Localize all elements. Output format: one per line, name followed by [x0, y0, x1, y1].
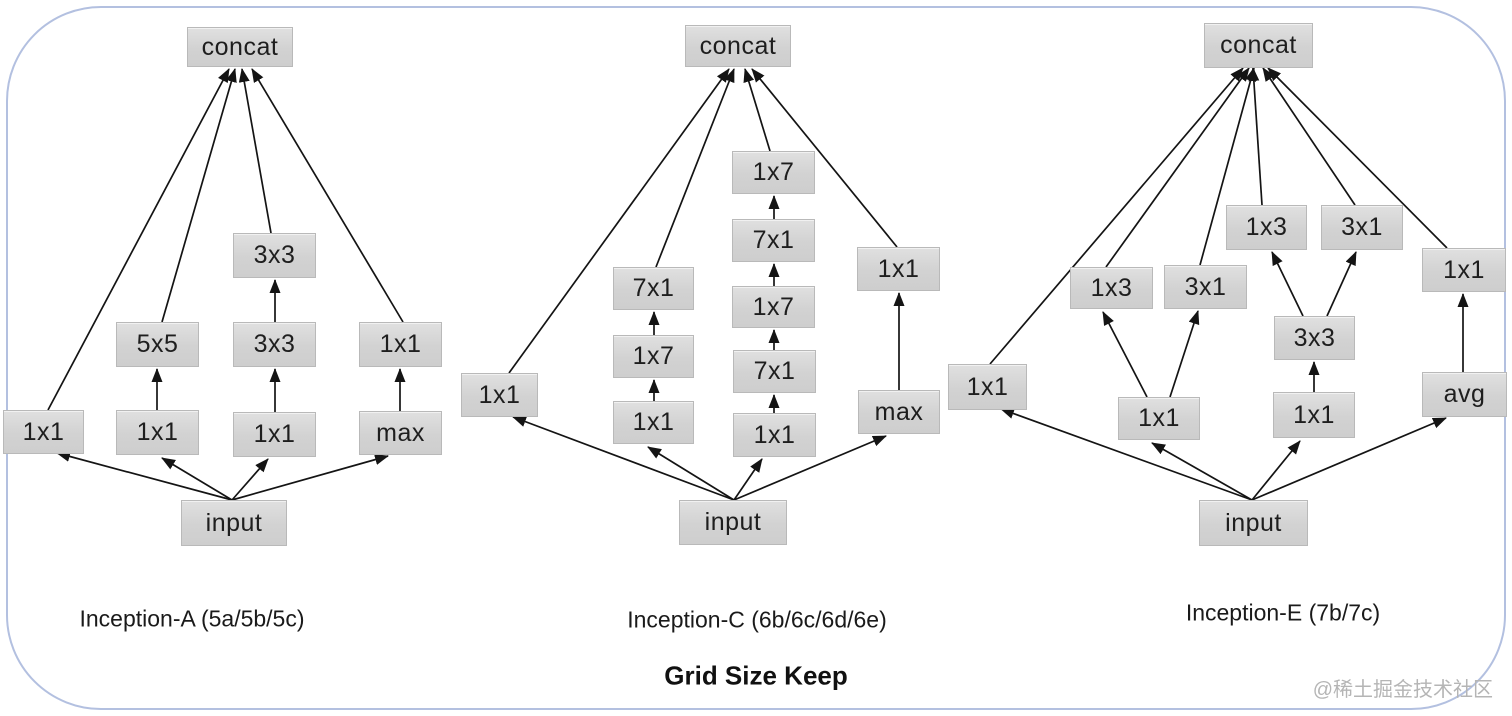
node-1x1: 1x1: [1422, 248, 1506, 292]
edge-arrow: [655, 68, 735, 268]
node-max: max: [359, 411, 442, 455]
edge-arrow: [161, 68, 237, 323]
node-input: input: [1199, 500, 1308, 546]
node-3x3: 3x3: [1274, 316, 1355, 360]
edge-arrow: [47, 68, 230, 411]
edge-arrow: [751, 68, 898, 248]
edge-arrow: [733, 458, 763, 501]
edge-arrow: [56, 451, 233, 501]
node-1x1: 1x1: [3, 410, 84, 454]
node-1x7: 1x7: [613, 335, 694, 378]
edge-arrow: [1251, 417, 1447, 501]
edge-arrow: [512, 416, 735, 501]
node-7x1: 7x1: [613, 267, 694, 310]
edge-arrow: [1102, 311, 1148, 398]
watermark-text: @稀土掘金技术社区: [1312, 679, 1493, 701]
node-1x1: 1x1: [948, 364, 1027, 410]
node-1x7: 1x7: [732, 286, 815, 328]
caption-inception-c: Inception-C (6b/6c/6d/6e): [627, 606, 887, 633]
edge-arrow: [161, 457, 233, 501]
node-concat: concat: [685, 25, 791, 67]
edge-arrow: [1248, 67, 1263, 206]
edge-arrow: [1151, 442, 1253, 501]
edge-arrow: [1271, 251, 1304, 317]
node-1x1: 1x1: [359, 322, 442, 367]
node-1x3: 1x3: [1070, 267, 1153, 309]
node-1x1: 1x1: [116, 410, 199, 455]
node-3x1: 3x1: [1321, 205, 1403, 250]
edge-arrow: [647, 446, 735, 501]
node-5x5: 5x5: [116, 322, 199, 367]
figure-title: Grid Size Keep: [664, 660, 848, 691]
node-3x3: 3x3: [233, 233, 316, 278]
edge-arrow: [508, 68, 730, 374]
node-1x1: 1x1: [613, 401, 694, 444]
caption-inception-a: Inception-A (5a/5b/5c): [79, 605, 305, 632]
node-max: max: [858, 390, 940, 434]
node-1x1: 1x1: [1273, 392, 1355, 438]
edge-arrow: [1251, 440, 1301, 501]
node-1x1: 1x1: [733, 413, 816, 457]
node-7x1: 7x1: [732, 219, 815, 262]
node-3x1: 3x1: [1164, 265, 1247, 309]
edge-arrow: [1267, 67, 1448, 249]
edge-arrow: [231, 454, 389, 501]
node-7x1: 7x1: [733, 350, 816, 393]
edge-arrow: [989, 67, 1244, 365]
node-1x1: 1x1: [461, 373, 538, 417]
node-avg: avg: [1422, 372, 1507, 417]
node-input: input: [679, 500, 787, 545]
node-1x1: 1x1: [233, 412, 316, 457]
edge-arrow: [743, 68, 771, 152]
node-concat: concat: [1204, 23, 1313, 68]
node-1x1: 1x1: [1118, 397, 1200, 440]
node-1x1: 1x1: [857, 247, 940, 291]
edge-arrow: [733, 435, 887, 501]
edge-arrow: [251, 68, 404, 323]
edge-arrow: [238, 68, 272, 234]
edge-arrow: [1262, 67, 1356, 206]
edge-arrow: [1000, 408, 1253, 501]
edge-arrow: [231, 458, 269, 501]
edge-arrow: [1199, 67, 1256, 266]
edge-arrow: [1169, 310, 1200, 398]
caption-inception-e: Inception-E (7b/7c): [1185, 599, 1381, 626]
node-input: input: [181, 500, 287, 546]
edge-arrow: [1326, 251, 1357, 317]
node-1x7: 1x7: [732, 151, 815, 194]
node-concat: concat: [187, 27, 293, 67]
node-1x3: 1x3: [1226, 205, 1307, 250]
edge-arrow: [1105, 67, 1250, 268]
node-3x3: 3x3: [233, 322, 316, 367]
